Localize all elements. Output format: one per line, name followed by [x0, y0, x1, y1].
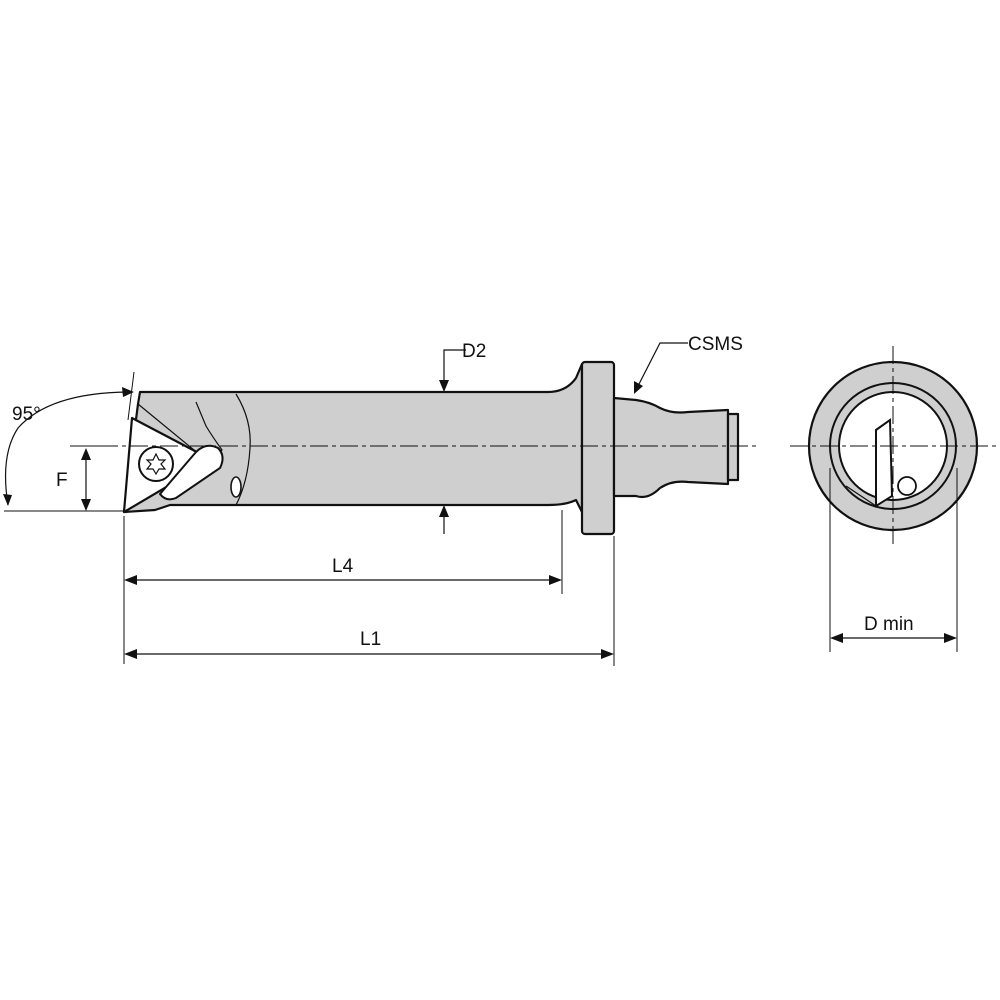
coolant-hole: [230, 476, 242, 498]
dmin-arrow-right: [944, 633, 957, 643]
l1-arrow-right: [601, 649, 614, 659]
dmin-label: D min: [864, 614, 914, 635]
d2-leader-top: [443, 349, 466, 384]
torx-screw: [138, 446, 174, 482]
angle-label: 95°: [12, 404, 41, 425]
l4-arrow-left: [124, 575, 137, 585]
dmin-arrow-left: [830, 633, 843, 643]
d2-label: D2: [462, 341, 486, 362]
csms-label: CSMS: [688, 334, 743, 355]
coupling-tip: [726, 412, 740, 482]
d2-arrow-top: [439, 380, 449, 392]
end-coolant-hole: [897, 476, 917, 496]
bar-shank: [122, 362, 584, 514]
boring-bar-side-view: [70, 360, 760, 536]
angle-arc: [4, 391, 133, 506]
d2-arrow-bottom: [439, 505, 449, 517]
angle-extension: [127, 371, 135, 421]
f-arrow-bottom: [81, 499, 91, 511]
boring-bar-end-view: [790, 346, 1000, 548]
dmin-dimension: D min: [829, 468, 958, 652]
dimensions-side-view: 95° F D2 CSMS L4 L1: [3, 334, 743, 666]
csms-leader: [637, 342, 688, 387]
angle-arrow-bottom: [3, 494, 12, 506]
l1-arrow-left: [124, 649, 137, 659]
head-neck-curve: [235, 393, 251, 506]
f-arrow-top: [81, 448, 91, 460]
csms-arrow: [634, 381, 643, 394]
csms-coupling: [612, 396, 730, 499]
flange: [580, 360, 616, 536]
l4-arrow-right: [549, 575, 562, 585]
f-label: F: [56, 470, 68, 491]
insert-face-edge: [845, 485, 877, 507]
l1-label: L1: [360, 629, 381, 650]
insert-face: [875, 418, 894, 508]
angle-arrow-top: [122, 387, 134, 397]
l4-label: L4: [332, 556, 354, 577]
